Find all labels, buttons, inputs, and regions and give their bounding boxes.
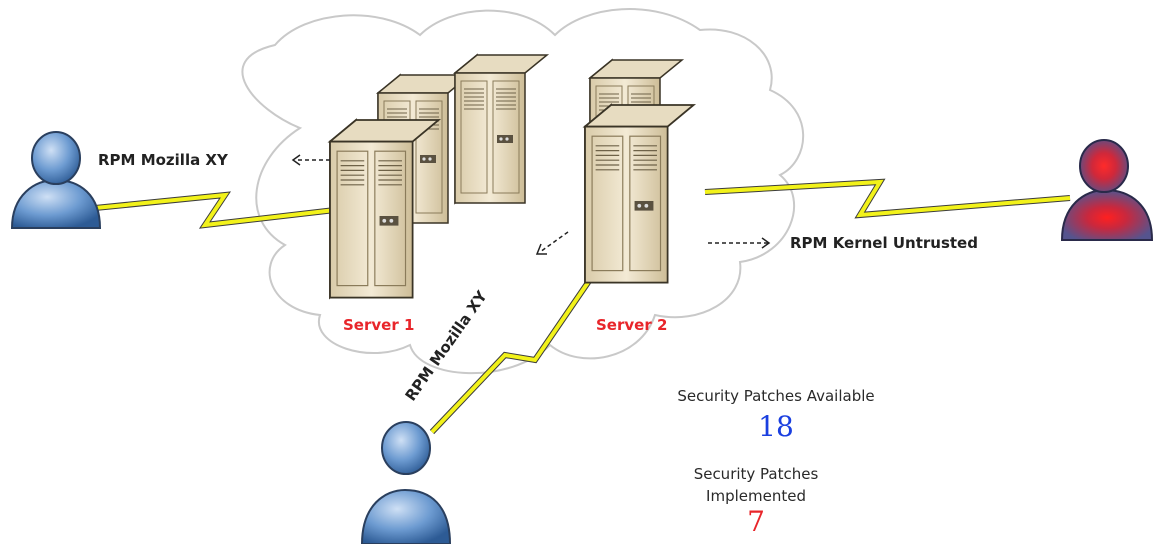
left-user-link-label: RPM Mozilla XY [98, 151, 228, 169]
patches-implemented-value: 7 [747, 505, 765, 538]
server-1-label: Server 1 [343, 316, 415, 334]
arrow-icon-left [291, 154, 330, 166]
arrow-icon-right [708, 237, 771, 249]
user-icon-bottom [360, 421, 452, 544]
patches-available-label: Security Patches Available [677, 387, 875, 405]
patches-implemented-label-line2: Implemented [706, 487, 806, 505]
patches-implemented-label-line1: Security Patches [693, 465, 819, 483]
right-user-link-label: RPM Kernel Untrusted [790, 234, 978, 252]
user-icon-left [10, 131, 102, 229]
untrusted-user-icon [1060, 139, 1154, 241]
server-2-label: Server 2 [596, 316, 668, 334]
patches-available-value: 18 [758, 410, 794, 443]
arrow-icon-bottom [535, 231, 569, 255]
